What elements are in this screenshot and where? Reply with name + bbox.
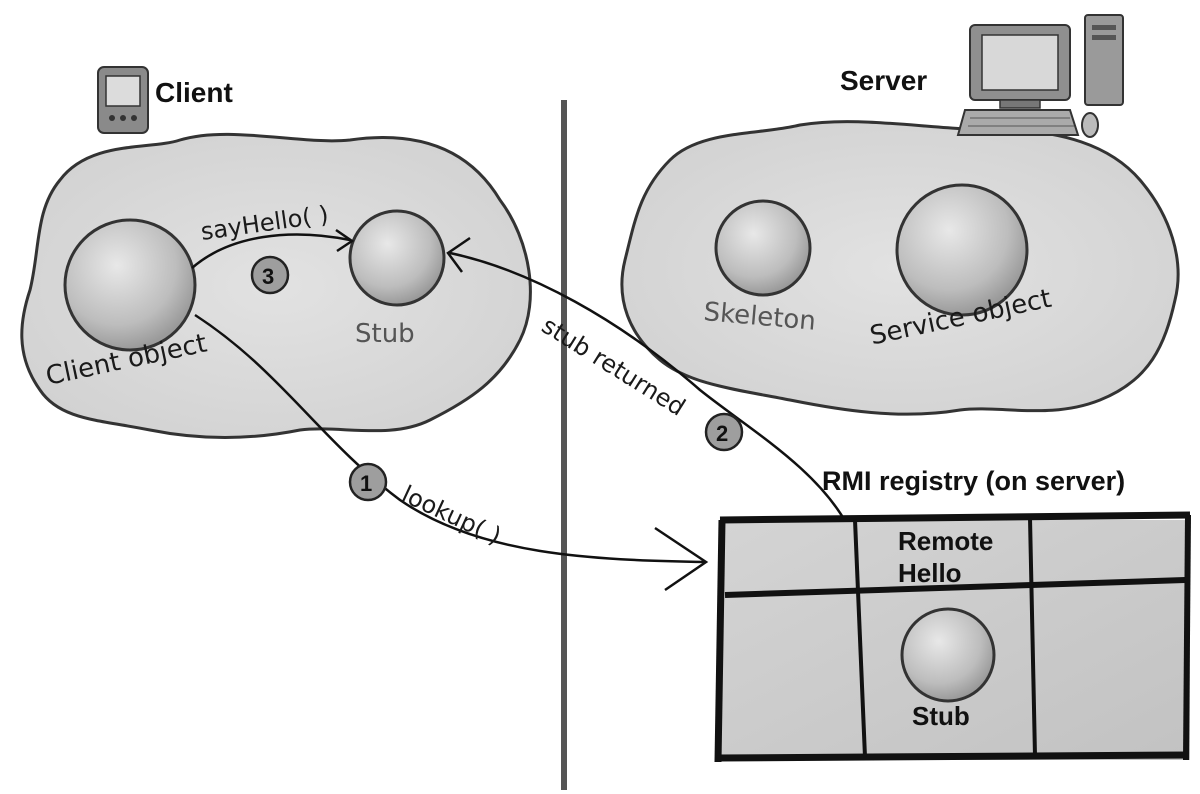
skeleton-sphere	[714, 199, 812, 297]
step-1-badge: 1	[348, 462, 388, 502]
registry-entry-line1: Remote	[898, 526, 993, 556]
server-computer-icon	[956, 14, 1124, 138]
server-title: Server	[840, 65, 927, 96]
client-stub-sphere	[348, 209, 446, 307]
sayhello-arrow	[191, 233, 351, 269]
client-object-sphere	[63, 218, 197, 352]
registry-entry-line2: Hello	[898, 558, 962, 588]
registry-title: RMI registry (on server)	[822, 466, 1125, 496]
lookup-label: lookup( )	[397, 480, 505, 550]
step-3-badge: 3	[250, 255, 290, 295]
client-title: Client	[155, 77, 233, 108]
svg-text:2: 2	[716, 421, 728, 446]
registry-table	[714, 511, 1191, 763]
svg-text:3: 3	[262, 264, 274, 289]
handheld-device-icon	[97, 66, 149, 134]
registry-stub-sphere	[900, 607, 996, 703]
registry-stub-label: Stub	[912, 701, 970, 731]
svg-text:1: 1	[360, 471, 372, 496]
service-object-sphere	[895, 183, 1029, 317]
step-2-badge: 2	[704, 412, 744, 452]
lookup-arrow	[194, 313, 707, 564]
client-stub-label: Stub	[355, 319, 415, 349]
